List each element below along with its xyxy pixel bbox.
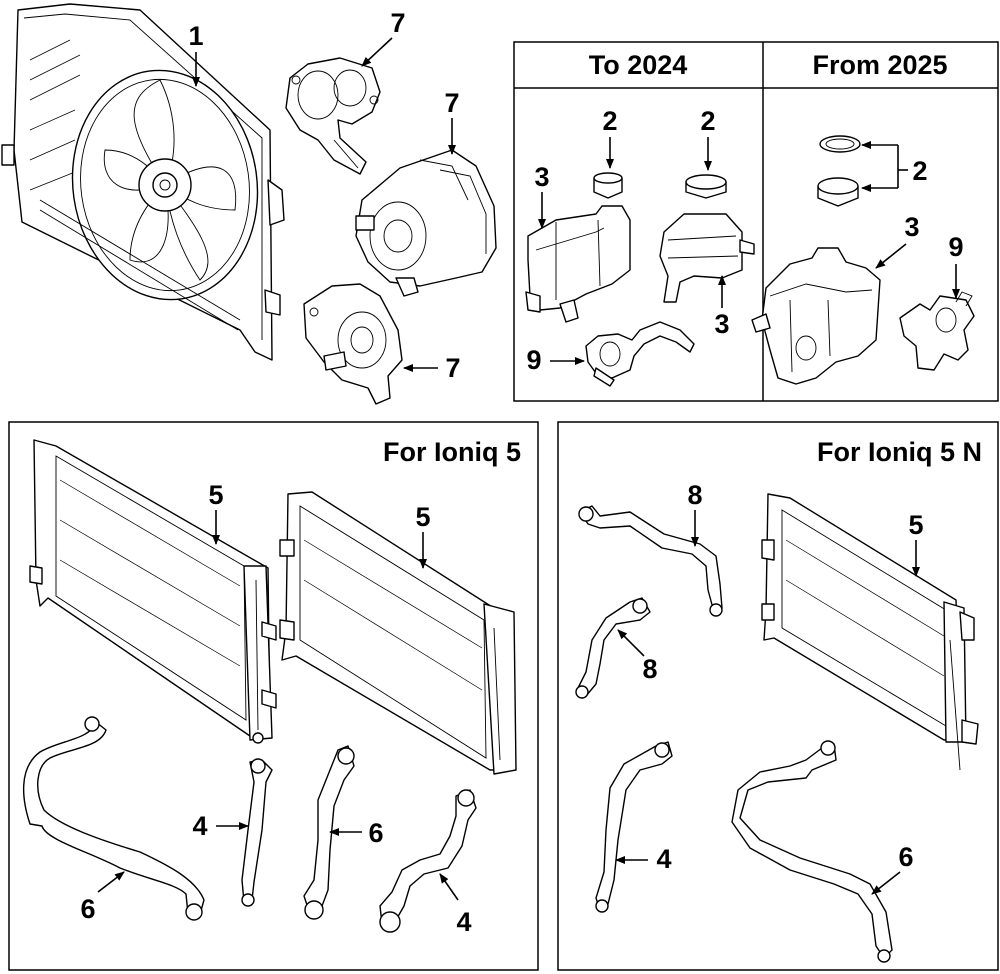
radiator-ioniq5n: [761, 493, 979, 771]
water-pump-top: [285, 57, 381, 175]
callout-8-a: 8: [687, 480, 702, 510]
hose-6-ioniq5n: [731, 740, 893, 963]
callout-1: 1: [188, 21, 203, 51]
tank-2024-mid: [659, 213, 755, 303]
callout-3-mid: 3: [714, 309, 729, 339]
hose-4-ioniq5n: [595, 741, 673, 913]
fan-shroud-assembly: [1, 3, 285, 361]
callout-7-mid: 7: [444, 88, 459, 118]
hose-8-ioniq5n-upper: [578, 505, 723, 617]
heading-to-2024: To 2024: [589, 50, 688, 80]
hose-6-ioniq5-short: [303, 745, 355, 920]
valve-2024: [585, 321, 695, 387]
radiator-ioniq5-rear: [279, 491, 517, 775]
callout-4-a: 4: [192, 811, 207, 841]
callout-8-b: 8: [642, 654, 657, 684]
leader-3-2025: [875, 243, 907, 269]
cap-2025: [817, 135, 861, 207]
callout-5-rad3: 5: [908, 510, 923, 540]
reservoir-panel-frame: [513, 41, 999, 402]
leader-7-top: [361, 37, 393, 67]
hose-4-ioniq5-small: [241, 758, 273, 907]
leader-6-c: [871, 871, 901, 895]
hose-8-ioniq5n-lower: [575, 597, 651, 699]
callout-9-2024: 9: [526, 345, 541, 375]
ioniq5n-panel-frame: [557, 421, 999, 971]
ioniq5-panel-frame: [8, 421, 539, 971]
callout-6-a: 6: [80, 894, 95, 924]
callout-4-c: 4: [656, 844, 671, 874]
callout-4-b: 4: [456, 907, 471, 937]
callout-5-rad2: 5: [415, 502, 430, 532]
hose-6-ioniq5-long: [23, 716, 205, 921]
tank-2025: [751, 247, 881, 385]
tank-2024-left: [525, 205, 631, 323]
leader-8-b: [617, 629, 645, 657]
cap-2024-left: [593, 172, 623, 199]
callout-2-left: 2: [602, 106, 617, 136]
water-pump-bottom: [303, 283, 403, 405]
leader-6-a: [97, 871, 125, 893]
callout-5-rad1: 5: [208, 480, 223, 510]
hose-4-ioniq5-curved: [379, 789, 477, 933]
callout-3-2025: 3: [904, 212, 919, 242]
valve-2025: [899, 291, 975, 371]
radiator-ioniq5-front: [29, 439, 277, 744]
callout-6-b: 6: [368, 818, 383, 848]
callout-3-left: 3: [534, 162, 549, 192]
water-pump-middle: [355, 149, 497, 297]
callout-6-c: 6: [898, 842, 913, 872]
callout-2-2025: 2: [912, 156, 927, 186]
callout-7-top: 7: [390, 8, 405, 38]
leader-4-b: [439, 873, 459, 901]
heading-ioniq5n: For Ioniq 5 N: [817, 437, 982, 467]
callout-9-2025: 9: [948, 232, 963, 262]
callout-2-mid: 2: [700, 106, 715, 136]
callout-7-bottom: 7: [445, 353, 460, 383]
heading-from-2025: From 2025: [812, 50, 947, 80]
cap-2024-mid: [685, 174, 727, 199]
heading-ioniq5: For Ioniq 5: [383, 437, 521, 467]
